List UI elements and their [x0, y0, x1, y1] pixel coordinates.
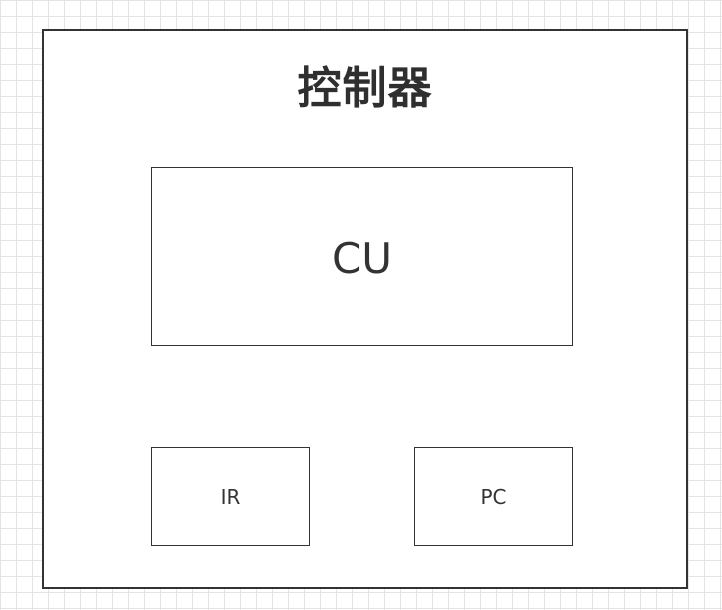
- ir-label: IR: [220, 484, 241, 509]
- ir-box: IR: [151, 447, 310, 546]
- controller-title: 控制器: [297, 63, 433, 114]
- pc-box: PC: [414, 447, 573, 546]
- cu-label: CU: [331, 234, 393, 283]
- cu-box: CU: [151, 167, 573, 346]
- pc-label: PC: [480, 484, 507, 509]
